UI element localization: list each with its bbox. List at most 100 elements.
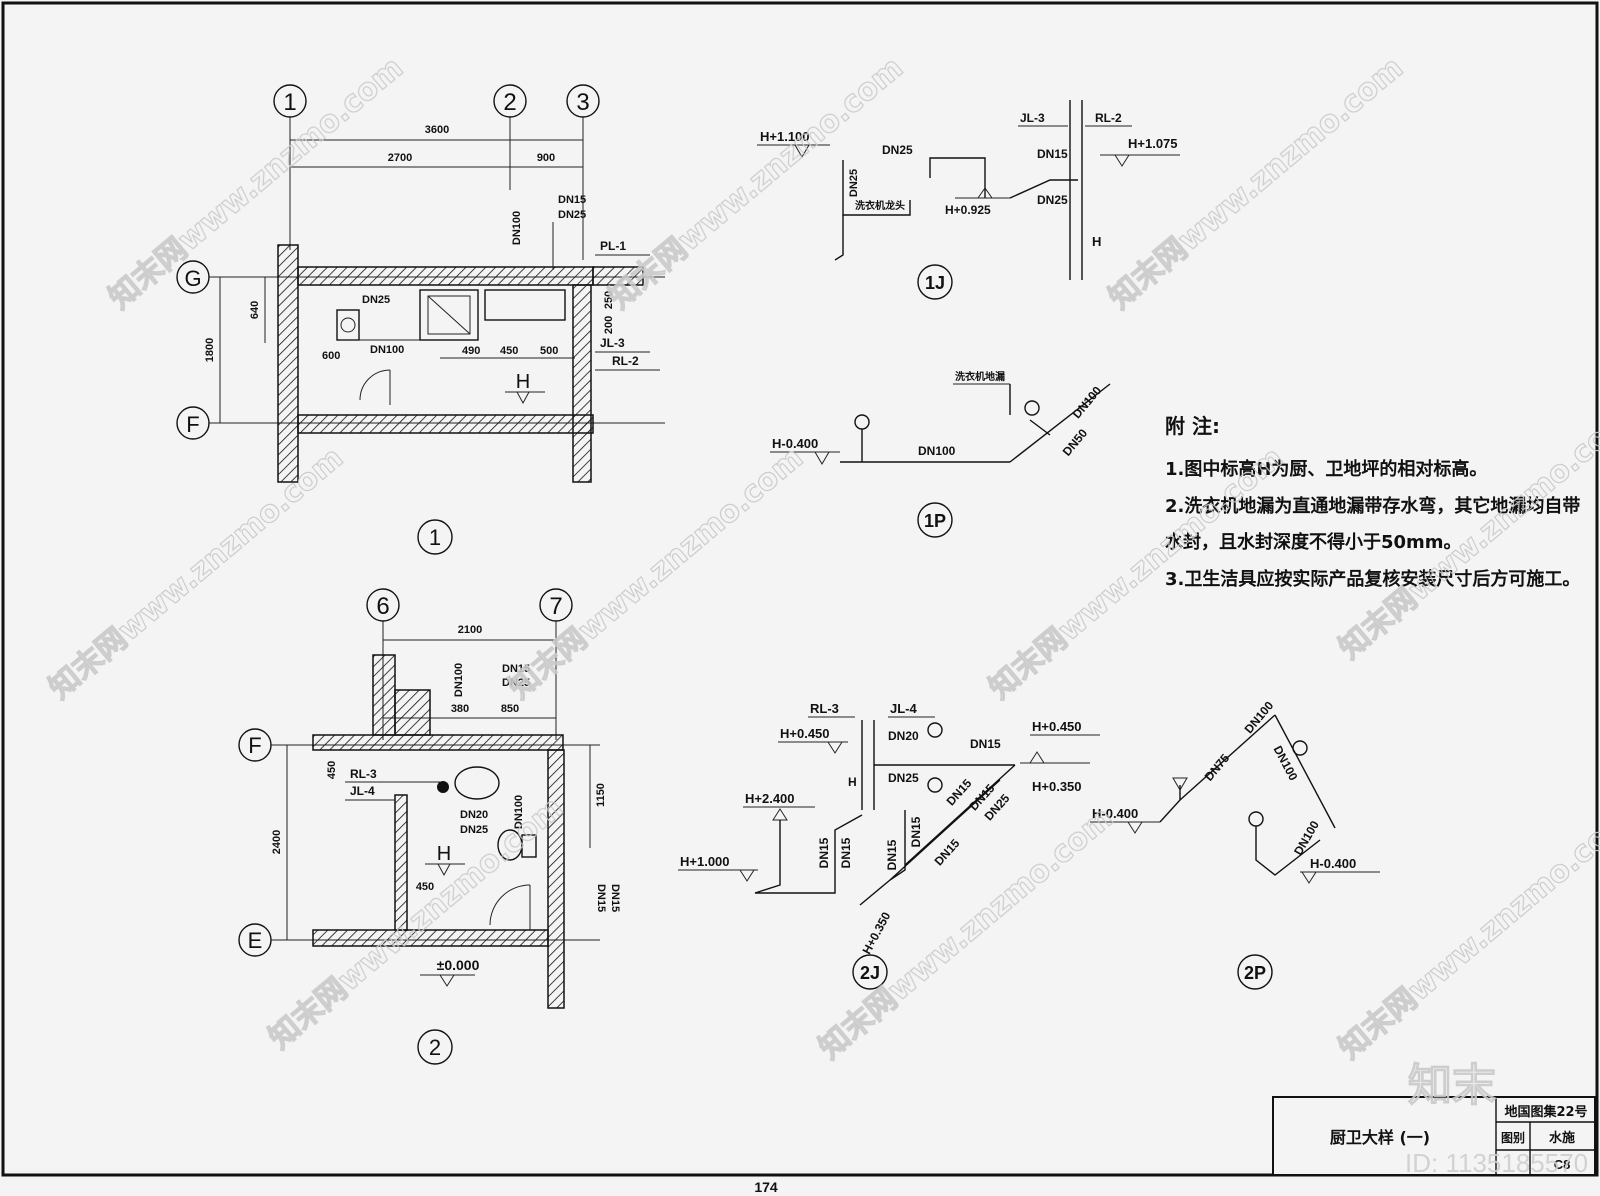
dim-900: 900 — [537, 152, 555, 164]
watermark-text: 知末网www.znzmo.com — [603, 50, 910, 316]
drain-symbol — [1292, 740, 1308, 756]
dim-450: 450 — [500, 345, 518, 357]
atlas-number: 地国图集22号 — [1504, 1104, 1587, 1120]
axis-bubble-3: 3 — [566, 84, 600, 118]
watermark-text: 知末网www.znzmo.com — [43, 440, 350, 706]
axis-label: F — [248, 733, 261, 758]
watermark-text: 知末网www.znzmo.com — [1103, 50, 1410, 316]
label-dn15-b: DN15 — [817, 837, 831, 868]
elevation-h: H — [437, 843, 451, 865]
label-dn100-b: DN100 — [513, 795, 525, 829]
iso-title: 2J — [860, 963, 880, 983]
label-dn100-c: DN100 — [1291, 818, 1322, 858]
plan-1: 1 2 3 G F 3600 2700 900 1800 — [176, 84, 665, 555]
label-dn25: DN25 — [502, 677, 530, 689]
tb-row2-value: C8 — [1554, 1157, 1571, 1172]
dim-2400: 2400 — [271, 830, 283, 854]
label-dn100: DN100 — [918, 444, 956, 458]
wall — [394, 689, 431, 736]
watermark-text: 知末网www.znzmo.com — [813, 800, 1120, 1066]
riser-rl3 — [437, 781, 449, 793]
notes: 附 注: 1.图中标高H为厨、卫地坪的相对标高。 2.洗衣机地漏为直通地漏带存水… — [1165, 414, 1580, 590]
label-rl2: RL-2 — [612, 354, 639, 368]
drain-symbol — [1248, 811, 1264, 827]
label-dn75: DN75 — [1202, 751, 1233, 784]
note-3: 3.卫生洁具应按实际产品复核安装尺寸后方可施工。 — [1165, 568, 1580, 590]
label-dn25-a: DN25 — [882, 143, 913, 157]
note-1: 1.图中标高H为厨、卫地坪的相对标高。 — [1165, 458, 1487, 480]
iso-1p: 洗衣机地漏 H-0.400 DN100 DN100 DN50 1P — [770, 370, 1111, 538]
label-dn25-b: DN25 — [848, 169, 860, 197]
title-block: 地国图集22号 厨卫大样 (一) 图别 水施 C8 — [1272, 1096, 1596, 1176]
wall — [297, 414, 594, 434]
label-dn100-b: DN100 — [1070, 383, 1105, 421]
axis-label: G — [184, 266, 201, 291]
elev-h1100: H+1.100 — [760, 129, 810, 144]
elevation-h: H — [516, 371, 530, 393]
label-dn15-h: DN15 — [885, 839, 899, 870]
drain-symbol — [854, 414, 870, 430]
dim-1800: 1800 — [204, 338, 216, 362]
label-jl4: JL-4 — [890, 701, 918, 716]
watermark-text: 知末网www.znzmo.com — [503, 440, 810, 706]
iso-title: 2P — [1244, 963, 1266, 983]
drawing-name: 厨卫大样 (一) — [1330, 1128, 1430, 1147]
iso-title-circle — [1237, 954, 1273, 990]
plan-title: 1 — [429, 525, 441, 550]
dim-2700: 2700 — [388, 152, 412, 164]
label-washer-drain: 洗衣机地漏 — [955, 370, 1005, 383]
label-dn15-b: DN15 — [595, 884, 607, 912]
label-washer-tap: 洗衣机龙头 — [855, 199, 905, 212]
watermark-id: ID: 1135185570 — [1405, 1148, 1588, 1178]
elev-h0925: H+0.925 — [945, 203, 991, 217]
elev-h0400-a: H-0.400 — [1092, 806, 1138, 821]
dim-200: 200 — [603, 316, 615, 334]
label-dn20: DN20 — [460, 809, 488, 821]
axis-label: 6 — [376, 593, 389, 620]
plan-title-circle — [417, 519, 453, 555]
elev-h0450-a: H+0.450 — [780, 726, 830, 741]
label-dn15-a: DN15 — [970, 737, 1001, 751]
label-dn20: DN20 — [888, 729, 919, 743]
label-dn15: DN15 — [558, 194, 586, 206]
plan-title-circle — [417, 1029, 453, 1065]
axis-label: 1 — [283, 89, 296, 116]
page-number: 174 — [754, 1179, 778, 1195]
label-dn15-c: DN15 — [609, 884, 621, 912]
label-jl4: JL-4 — [350, 784, 375, 798]
note-2a: 2.洗衣机地漏为直通地漏带存水弯，其它地漏均自带 — [1165, 495, 1580, 517]
wall — [297, 266, 594, 286]
drain-symbol — [1024, 400, 1040, 416]
dim-380: 380 — [451, 703, 469, 715]
basin — [454, 766, 500, 800]
elev-h1000: H+1.000 — [680, 854, 730, 869]
dim-500: 500 — [540, 345, 558, 357]
dim-640: 640 — [249, 301, 261, 319]
axis-bubble-7: 7 — [539, 588, 573, 622]
iso-title: 1P — [924, 511, 946, 531]
tb-row1-label: 图别 — [1501, 1131, 1525, 1145]
elev-h2400: H+2.400 — [745, 791, 795, 806]
iso-2p: H-0.400 DN75 DN100 DN100 DN100 H-0.400 2… — [1090, 698, 1380, 990]
label-dn15-c: DN15 — [839, 837, 853, 868]
axis-bubble-1: 1 — [273, 84, 307, 118]
elev-h1075: H+1.075 — [1128, 136, 1178, 151]
door-swing — [489, 884, 531, 926]
label-dn15-g: DN15 — [909, 816, 923, 847]
plan-title: 2 — [429, 1035, 441, 1060]
iso-2j: RL-3 JL-4 H+0.450 DN20 DN15 H+0.450 H+0.… — [678, 701, 1100, 990]
note-2b: 水封，且水封深度不得小于50mm。 — [1165, 531, 1462, 553]
door-swing — [359, 369, 391, 401]
label-jl3: JL-3 — [600, 336, 625, 350]
axis-label: 3 — [576, 89, 589, 116]
wall — [547, 749, 565, 1009]
label-h: H — [848, 775, 857, 789]
label-dn100: DN100 — [453, 663, 465, 697]
valve-symbol — [927, 777, 943, 793]
dim-250: 250 — [603, 291, 615, 309]
dim-3600: 3600 — [425, 124, 449, 136]
label-dn15-f: DN15 — [932, 836, 963, 868]
iso-1j: H+1.100 DN25 DN25 洗衣机龙头 H+0.925 JL-3 RL-… — [757, 100, 1180, 300]
wall — [312, 734, 564, 751]
